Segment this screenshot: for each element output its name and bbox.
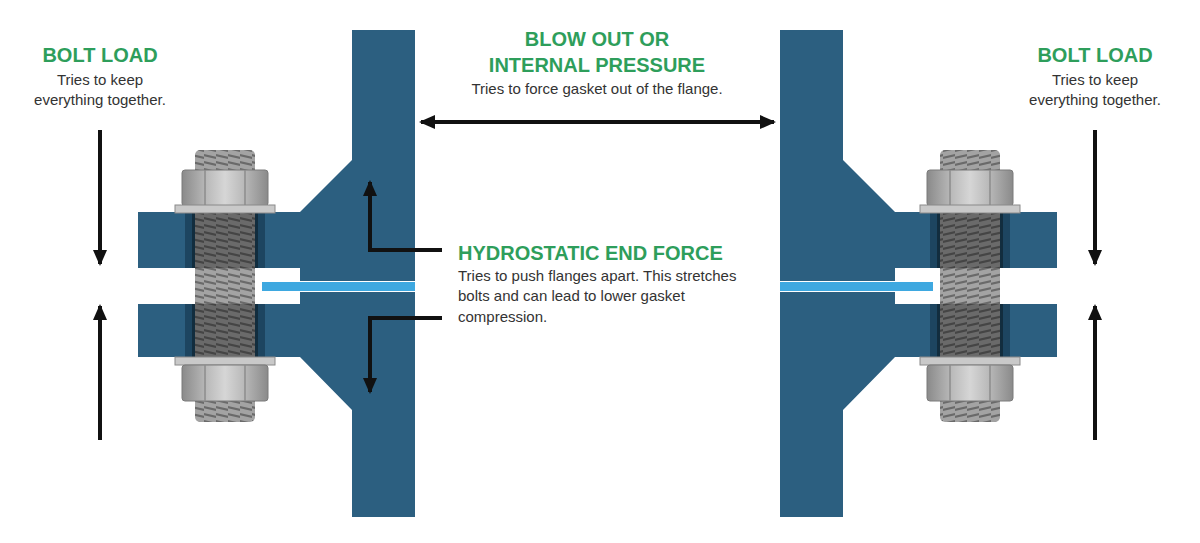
end-force-arrow [370,182,442,250]
pressure-arrow [421,120,774,124]
heading: HYDROSTATIC END FORCE [458,240,768,266]
note: Tries to push flanges apart. This stretc… [458,266,748,327]
heading: BOLT LOAD [1005,42,1185,68]
end-force-arrow [370,318,442,392]
note: Tries to keep everything together. [1020,70,1170,111]
heading: BLOW OUT OR INTERNAL PRESSURE [472,26,722,78]
note: Tries to keep everything together. [25,70,175,111]
note: Tries to force gasket out of the flange. [427,79,767,99]
heading: BOLT LOAD [10,42,190,68]
